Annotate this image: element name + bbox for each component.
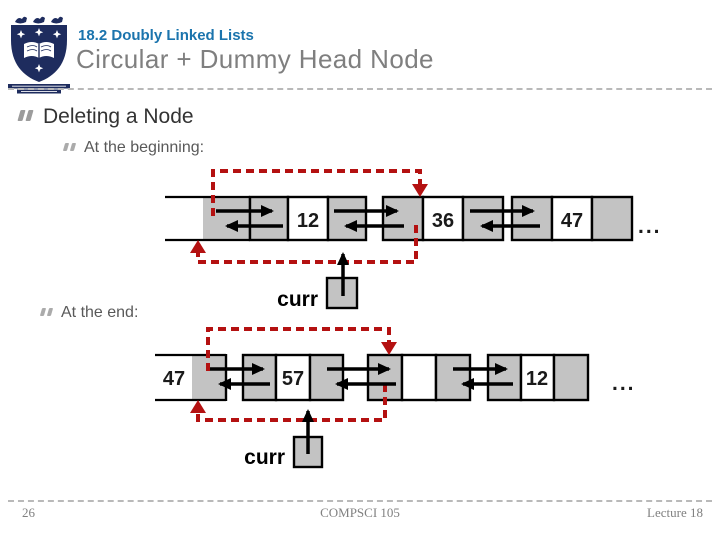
section-subtitle: 18.2 Doubly Linked Lists — [78, 27, 254, 44]
bullet-icon — [17, 110, 34, 121]
list-nodes — [248, 195, 634, 242]
head-band-lines — [155, 353, 226, 402]
redirect-up-arrow — [190, 240, 206, 253]
redirect-next-path — [206, 327, 391, 371]
dummy-head-pointer-cell — [203, 198, 250, 239]
page-number: 26 — [22, 505, 35, 520]
prev-pointer-cell — [381, 195, 425, 242]
crest-banner — [8, 84, 70, 94]
prev-pointer-cell — [510, 195, 554, 242]
node-value: 12 — [526, 368, 548, 390]
curr-label: curr — [277, 288, 318, 311]
redirect-down-arrow — [381, 342, 397, 355]
next-pointer-cell — [192, 356, 226, 399]
ellipsis: ... — [612, 372, 636, 395]
node-value: 47 — [561, 210, 583, 232]
diagram-delete-at-end: curr 47 57 12 ... — [155, 327, 636, 469]
node-value: 12 — [297, 210, 319, 232]
bullet-item-deleting-a-node: Deleting a Node — [17, 105, 194, 129]
redirect-next-path — [211, 169, 422, 216]
redirect-down-arrow — [412, 184, 428, 197]
bullet-text: At the beginning: — [84, 139, 205, 156]
bullet-icon — [62, 143, 77, 151]
head-band-lines — [165, 195, 250, 242]
university-crest-logo — [8, 12, 70, 94]
next-pointer-cell — [552, 353, 590, 402]
page-title: Circular + Dummy Head Node — [76, 44, 434, 74]
prev-pointer-cell — [248, 195, 290, 242]
footer-lecture: Lecture 18 — [647, 505, 703, 520]
bullet-text: Deleting a Node — [43, 105, 194, 128]
diagram-delete-at-beginning: curr 12 36 47 ... — [165, 169, 662, 311]
bullet-text: At the end: — [61, 304, 139, 321]
next-pointer-cell — [326, 195, 368, 242]
redirect-prev-path — [196, 225, 418, 264]
next-pointer-cell — [461, 195, 505, 242]
next-pointer-cell — [308, 353, 345, 402]
prev-pointer-cell — [486, 353, 523, 402]
bullet-icon — [39, 308, 54, 316]
birds-icon — [15, 16, 63, 24]
next-pointer-cell — [590, 195, 634, 242]
footer-divider — [8, 500, 712, 502]
list-nodes — [241, 353, 590, 402]
bullet-item-at-the-end: At the end: — [39, 304, 139, 322]
redirect-prev-path — [196, 384, 387, 422]
node-value: 36 — [432, 210, 454, 232]
bullet-item-at-the-beginning: At the beginning: — [62, 139, 205, 157]
prev-pointer-cell — [366, 353, 404, 402]
stars-icon — [16, 28, 62, 73]
value-cell — [550, 195, 594, 242]
node-value: 47 — [163, 368, 185, 390]
open-book-icon — [24, 42, 54, 58]
redirect-up-arrow — [190, 400, 206, 413]
ellipsis: ... — [638, 215, 662, 238]
curr-label: curr — [244, 446, 285, 469]
footer-course: COMPSCI 105 — [320, 505, 400, 520]
value-cell — [400, 353, 438, 402]
header-divider — [8, 88, 712, 90]
next-pointer-cell — [434, 353, 472, 402]
node-value: 57 — [282, 368, 304, 390]
prev-pointer-cell — [241, 353, 278, 402]
